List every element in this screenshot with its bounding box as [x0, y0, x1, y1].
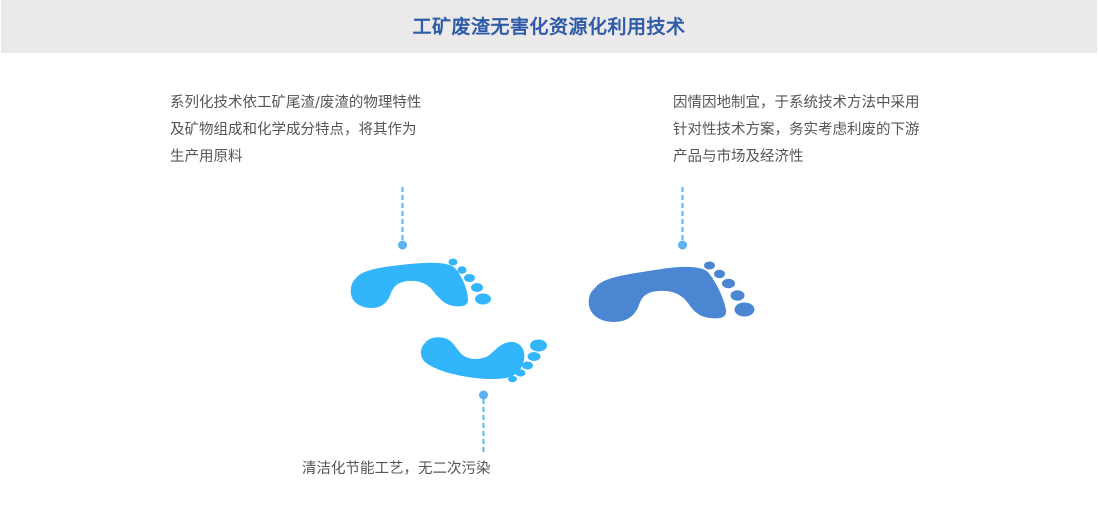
- point-description-clean-process: 清洁化节能工艺，无二次污染: [302, 456, 491, 483]
- description-line: 及矿物组成和化学成分特点，将其作为: [170, 122, 417, 138]
- footprint-icon: [588, 261, 755, 322]
- description-line: 清洁化节能工艺，无二次污染: [302, 461, 491, 477]
- description-line: 因情因地制宜，于系统技术方法中采用: [673, 95, 920, 111]
- point-description-raw-material: 系列化技术依工矿尾渣/废渣的物理特性 及矿物组成和化学成分特点，将其作为 生产用…: [170, 90, 421, 171]
- description-line: 系列化技术依工矿尾渣/废渣的物理特性: [170, 95, 422, 111]
- footprint-icon: [420, 337, 547, 383]
- connector-dot: [398, 240, 407, 250]
- description-line: 针对性技术方案，务实考虑利废的下游: [673, 122, 920, 138]
- connector-line-2: [678, 187, 687, 250]
- connector-line-3: [479, 390, 488, 453]
- point-description-local-adaptation: 因情因地制宜，于系统技术方法中采用 针对性技术方案，务实考虑利废的下游 产品与市…: [673, 90, 920, 171]
- connector-line-1: [398, 187, 407, 250]
- connector-dot: [479, 390, 488, 400]
- connector-dot: [678, 240, 687, 250]
- page-title: 工矿废渣无害化资源化利用技术: [412, 16, 686, 38]
- description-line: 生产用原料: [170, 149, 243, 165]
- description-line: 产品与市场及经济性: [673, 149, 804, 165]
- header-bar: 工矿废渣无害化资源化利用技术: [1, 0, 1097, 53]
- footprint-icon: [350, 258, 491, 308]
